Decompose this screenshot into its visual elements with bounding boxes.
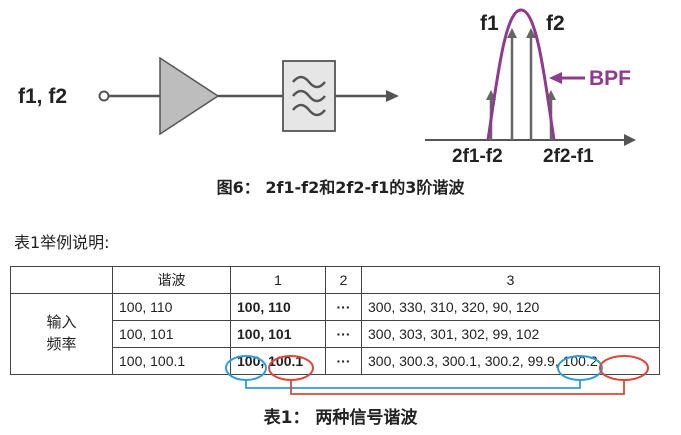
- f1-label: f1: [480, 12, 499, 35]
- input-cell: 100, 101: [112, 320, 231, 348]
- low-imd-label: 2f1-f2: [452, 146, 503, 167]
- header-order-1: 1: [230, 266, 326, 294]
- intro-text: 表1举例说明:: [14, 233, 110, 252]
- input-label: f1, f2: [18, 85, 67, 108]
- h3-cell: 300, 330, 310, 320, 90, 120: [361, 293, 660, 321]
- bpf-curve: [486, 8, 556, 141]
- h2-cell: ···: [325, 347, 362, 375]
- high-imd-label: 2f2-f1: [543, 146, 594, 167]
- input-port-circle: [98, 90, 110, 102]
- h3-cell: 300, 303, 301, 302, 99, 102: [361, 320, 660, 348]
- table-row: 100, 101 100, 101 ··· 300, 303, 301, 302…: [11, 320, 660, 348]
- row-label-line2: 频率: [46, 336, 77, 353]
- table-row: 输入 频率 100, 110 100, 110 ··· 300, 330, 31…: [10, 293, 660, 375]
- output-arrow-icon: [386, 90, 399, 102]
- header-empty-cell: [10, 266, 113, 294]
- input-cell: 100, 110: [112, 293, 231, 321]
- h1-cell: 100, 110: [230, 293, 326, 321]
- table-caption: 表1： 两种信号谐波: [263, 408, 418, 428]
- filter-block-icon: [282, 60, 336, 132]
- header-harmonic: 谐波: [112, 266, 231, 294]
- figure-caption: 图6： 2f1-f2和2f2-f1的3阶谐波: [216, 178, 465, 197]
- table-header-row: 谐波 1 2 3: [10, 266, 660, 294]
- header-order-3: 3: [361, 266, 660, 294]
- red-connector: [290, 380, 625, 395]
- h1-cell: 100, 100.1: [230, 347, 326, 375]
- rf-signal-chain-diagram: f1, f2 BPF f1 f2 2f1-f2 2f2-f1: [18, 8, 636, 167]
- bpf-label: BPF: [589, 67, 631, 90]
- amplifier-triangle-icon: [159, 56, 220, 136]
- h3-cell: 300, 300.3, 300.1, 300.2, 99.9, 100.2: [361, 347, 660, 375]
- blue-connector: [245, 380, 581, 389]
- f2-label: f2: [546, 12, 565, 35]
- row-label-line1: 输入: [46, 314, 77, 331]
- axis-arrow-icon: [624, 134, 636, 146]
- bpf-pointer-arrow-icon: [549, 72, 562, 84]
- input-cell: 100, 100.1: [112, 347, 231, 375]
- row-label-cell: 输入 频率: [10, 293, 113, 375]
- h2-cell: ···: [325, 320, 362, 348]
- harmonics-table: 谐波 1 2 3 输入 频率 100, 110 100, 110 ··· 300…: [10, 266, 660, 375]
- h2-cell: ···: [325, 293, 362, 321]
- header-order-2: 2: [325, 266, 362, 294]
- h1-cell: 100, 101: [230, 320, 326, 348]
